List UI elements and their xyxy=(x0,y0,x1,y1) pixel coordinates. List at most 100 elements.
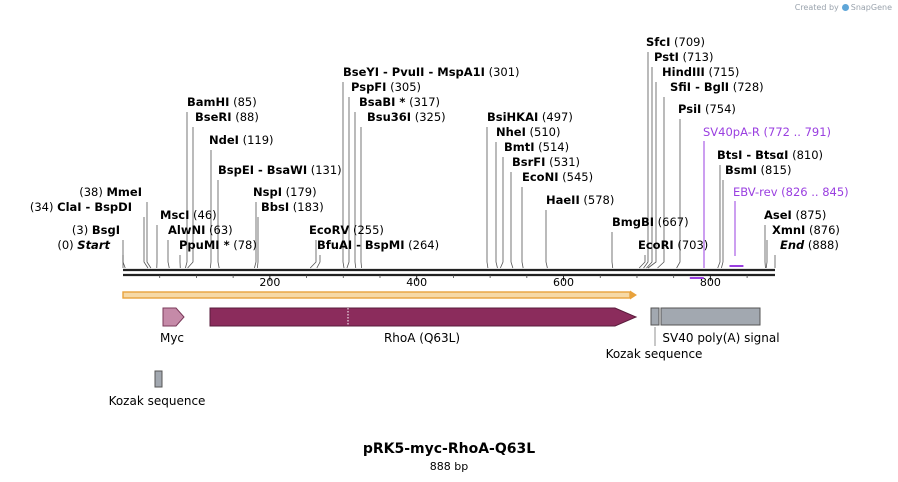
site-name: BbsI xyxy=(261,200,289,214)
site-position: (179) xyxy=(282,185,317,199)
site-label: BsrFI (531) xyxy=(512,155,580,169)
site-position: (325) xyxy=(411,110,446,124)
site-position: (88) xyxy=(232,110,259,124)
site-name: EcoRI xyxy=(638,238,674,252)
site-position: (531) xyxy=(545,155,580,169)
site-name: BsrFI xyxy=(512,155,545,169)
site-name: AlwNI xyxy=(168,223,205,237)
site-name: NheI xyxy=(496,125,526,139)
map-title: pRK5-myc-RhoA-Q63L xyxy=(362,441,536,457)
site-leader-line xyxy=(486,127,489,269)
map-length: 888 bp xyxy=(429,460,469,473)
primer-range: (772 .. 791) xyxy=(764,125,832,139)
site-label: BamHI (85) xyxy=(187,95,257,109)
site-label: Bsu36I (325) xyxy=(367,110,446,124)
site-leader-line xyxy=(717,165,721,269)
site-position: (0) xyxy=(57,238,77,252)
site-label: HindIII (715) xyxy=(662,65,739,79)
site-leader-line xyxy=(521,187,524,269)
site-name: PsiI xyxy=(678,102,701,116)
site-leader-line xyxy=(254,202,257,269)
site-leader-line xyxy=(360,127,363,269)
site-name: BtsI - BtsαI xyxy=(717,148,788,162)
site-leader-line xyxy=(676,119,681,269)
primer-name: EBV-rev xyxy=(733,185,781,199)
ruler-tick-label: 200 xyxy=(259,276,280,289)
site-name: NspI xyxy=(253,185,282,199)
site-name: MmeI xyxy=(106,185,142,199)
site-label: AlwNI (63) xyxy=(168,223,233,237)
site-position: (317) xyxy=(405,95,440,109)
site-leader-line xyxy=(765,240,768,269)
site-name: HindIII xyxy=(662,65,705,79)
site-name: PpuMI * xyxy=(179,238,230,252)
site-position: (754) xyxy=(701,102,736,116)
site-leader-line xyxy=(354,112,357,269)
site-name: BseRI xyxy=(195,110,232,124)
site-leader-line xyxy=(500,157,504,269)
site-name: BseYI - PvuII - MspA1I xyxy=(343,65,485,79)
site-position: (255) xyxy=(349,223,384,237)
site-position: (497) xyxy=(538,110,573,124)
site-leader-line xyxy=(167,240,170,269)
site-position: (305) xyxy=(386,80,421,94)
site-leader-line xyxy=(643,52,649,269)
site-position: (78) xyxy=(230,238,257,252)
site-leader-line xyxy=(346,97,350,269)
site-name: Start xyxy=(77,238,110,252)
sv40-polya-feature-box xyxy=(660,307,761,326)
site-position: (510) xyxy=(526,125,561,139)
site-position: (667) xyxy=(654,215,689,229)
primer-label: SV40pA-R (772 .. 791) xyxy=(703,125,831,139)
site-leader-line xyxy=(647,82,657,269)
site-name: ClaI - BspDI xyxy=(57,200,132,214)
site-position: (34) xyxy=(30,200,57,214)
site-name: BsgI xyxy=(92,223,120,237)
site-position: (264) xyxy=(404,238,439,252)
site-label: EcoNI (545) xyxy=(522,170,593,184)
site-leader-line xyxy=(495,142,498,269)
kozak-feature-box-2 xyxy=(154,370,163,388)
site-position: (301) xyxy=(485,65,520,79)
site-position: (131) xyxy=(307,163,342,177)
site-label: BsiHKAI (497) xyxy=(487,110,573,124)
site-name: Bsu36I xyxy=(367,110,411,124)
site-position: (119) xyxy=(239,133,274,147)
site-position: (578) xyxy=(580,193,615,207)
site-position: (876) xyxy=(805,223,840,237)
site-name: EcoNI xyxy=(522,170,558,184)
site-label: AseI (875) xyxy=(764,208,826,222)
primer-name: SV40pA-R xyxy=(703,125,764,139)
site-name: BspEI - BsaWI xyxy=(218,163,307,177)
site-leader-line xyxy=(217,180,220,269)
site-label: NheI (510) xyxy=(496,125,560,139)
site-leader-line xyxy=(187,127,194,269)
ruler-tick-label: 400 xyxy=(406,276,427,289)
site-label: BbsI (183) xyxy=(261,200,324,214)
credit-brand: SnapGene xyxy=(850,3,892,12)
site-leader-line xyxy=(657,97,665,269)
site-label: BfuAI - BspMI (264) xyxy=(317,238,439,252)
site-leader-line xyxy=(185,112,188,269)
site-leader-line xyxy=(611,232,614,269)
site-leader-line xyxy=(638,255,646,269)
site-name: PspFI xyxy=(351,80,386,94)
site-label: (34) ClaI - BspDI xyxy=(30,200,132,214)
site-label: NspI (179) xyxy=(253,185,317,199)
site-leader-line xyxy=(146,202,152,269)
site-position: (810) xyxy=(788,148,823,162)
feature-label-myc: Myc xyxy=(160,331,184,345)
site-label: EcoRI (703) xyxy=(638,238,708,252)
direction-arrow-body xyxy=(122,291,631,299)
site-label: BmtI (514) xyxy=(504,140,569,154)
site-label: End (888) xyxy=(780,238,839,252)
ruler-tick-label: 800 xyxy=(700,276,721,289)
site-name: EcoRV xyxy=(309,223,349,237)
site-leader-line xyxy=(209,150,212,269)
site-label: BmgBI (667) xyxy=(612,215,689,229)
feature-label-kozak: Kozak sequence xyxy=(606,347,703,361)
site-position: (46) xyxy=(189,208,216,222)
site-name: BsiHKAI xyxy=(487,110,538,124)
